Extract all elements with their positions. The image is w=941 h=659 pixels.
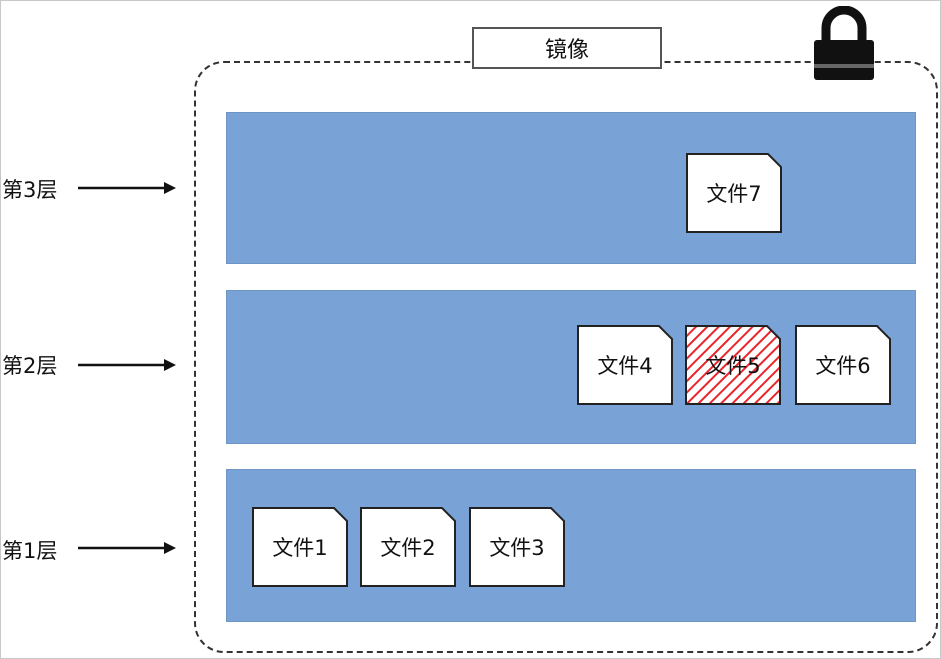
file-5-hatched-icon [685, 325, 781, 405]
file-5-deleted: 文件5 [685, 325, 781, 405]
file-3-icon [469, 507, 565, 587]
file-3-label: 文件3 [489, 536, 545, 560]
layer-1-band [226, 469, 916, 622]
file-5-label: 文件5 [705, 354, 761, 378]
layer-3-arrow-icon [78, 182, 176, 194]
file-4-label: 文件4 [597, 354, 653, 378]
file-6-label: 文件6 [815, 354, 871, 378]
layer-2-label: 第2层 [2, 354, 58, 378]
file-4: 文件4 [577, 325, 673, 405]
file-7-icon [686, 153, 782, 233]
layer-2-arrow-icon [78, 359, 176, 371]
file-3: 文件3 [469, 507, 565, 587]
file-1: 文件1 [252, 507, 348, 587]
file-1-icon [252, 507, 348, 587]
file-6-icon [795, 325, 891, 405]
file-2: 文件2 [360, 507, 456, 587]
file-7: 文件7 [686, 153, 782, 233]
padlock-icon [814, 6, 874, 80]
layer-3-band [226, 112, 916, 264]
file-6: 文件6 [795, 325, 891, 405]
file-7-label: 文件7 [706, 182, 762, 206]
file-4-icon [577, 325, 673, 405]
file-1-label: 文件1 [272, 536, 328, 560]
file-2-label: 文件2 [380, 536, 436, 560]
file-2-icon [360, 507, 456, 587]
layer-1-label: 第1层 [2, 539, 58, 563]
image-title: 镜像 [472, 27, 662, 69]
layer-3-label: 第3层 [2, 178, 58, 202]
layer-1-arrow-icon [78, 542, 176, 554]
